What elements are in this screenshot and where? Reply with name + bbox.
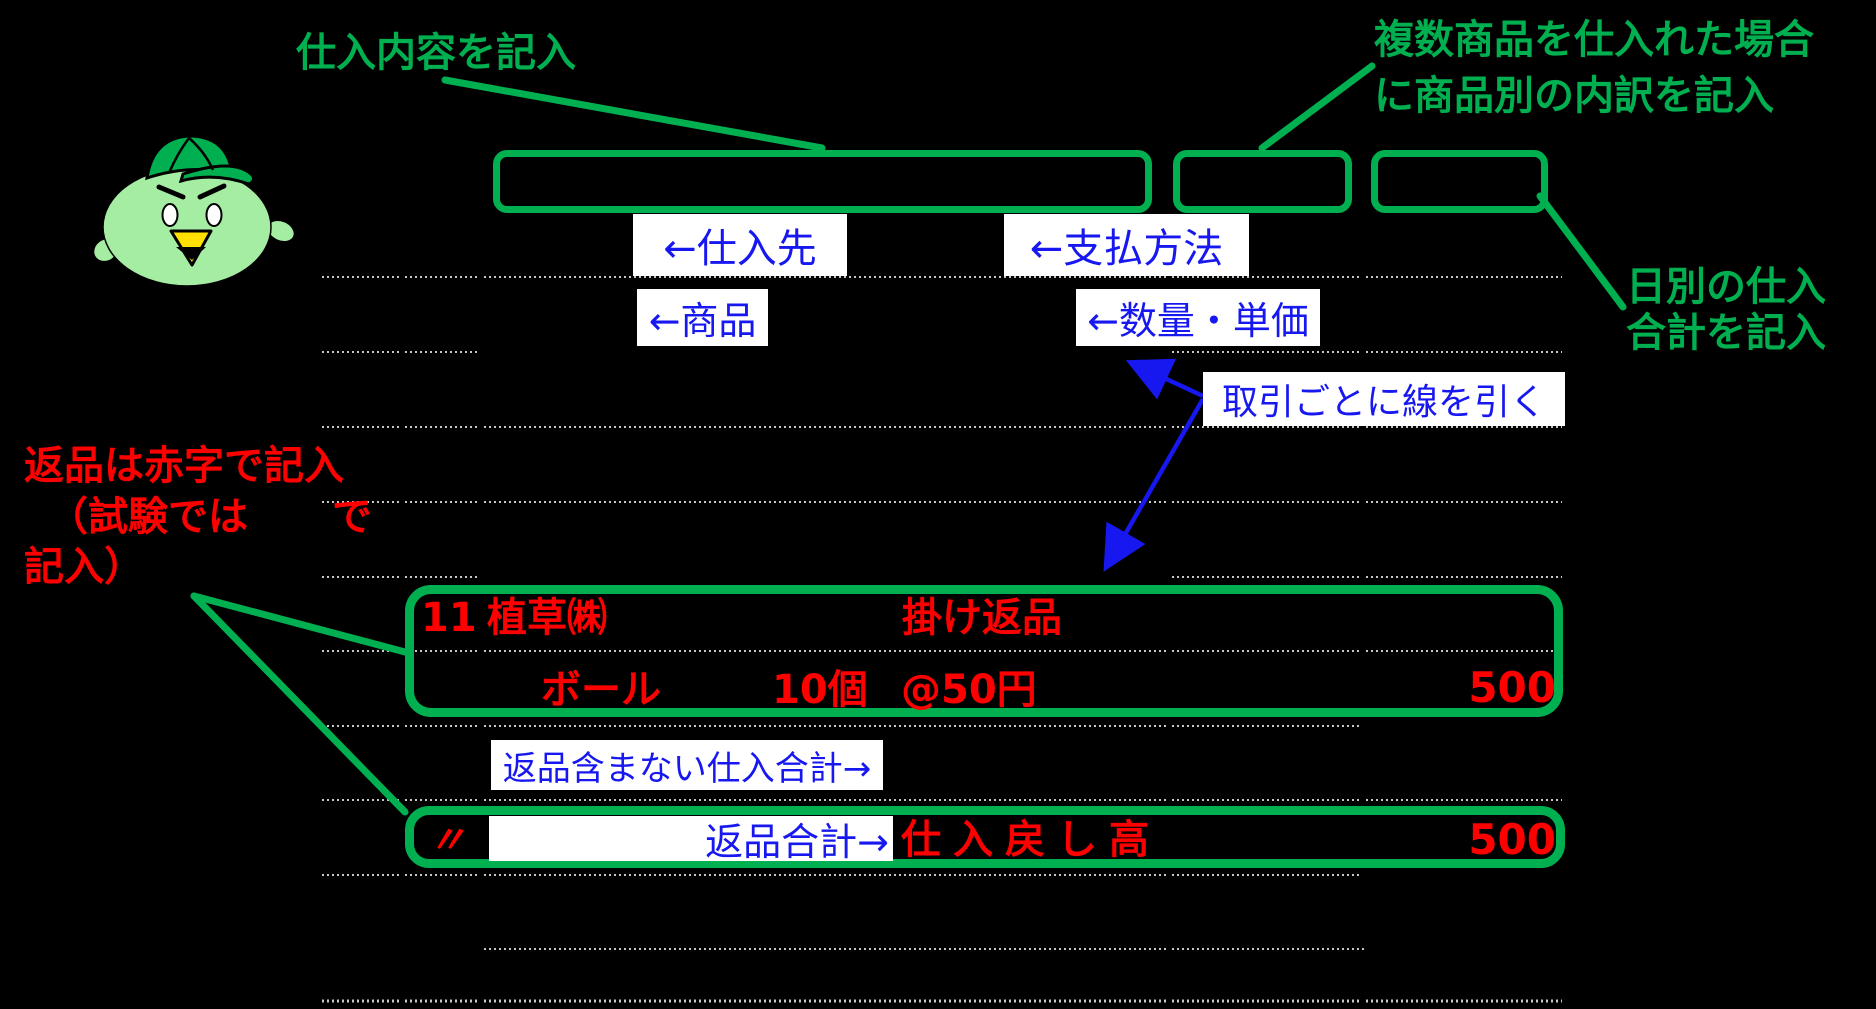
label-product: ←商品 [637,289,768,346]
header-box-description [493,150,1152,213]
bird-left-eye [161,203,179,227]
note-returns-red-line2-part2: で [332,494,372,540]
return-entry-amount: 500 [1468,663,1556,712]
blue-arrows [1103,358,1205,572]
label-returns-total: 返品合計→ [489,816,893,864]
connector-purchase-content [441,76,826,152]
bird-cap-seam [167,137,215,174]
label-draw-line-per-transaction: 取引ごとに線を引く [1203,372,1565,426]
note-returns-red-line2-part1: （試験では [48,494,248,540]
returns-summary-ditto-mark: 〃 [428,818,467,862]
connector-daily-total [1536,192,1627,311]
return-entry-unit-price: @50円 [901,667,1037,713]
header-box-breakdown [1173,150,1352,213]
note-purchase-content: 仕入内容を記入 [296,30,576,76]
ledger-rule-lines [322,276,1562,1003]
note-daily-total-line2: 合計を記入 [1626,310,1826,356]
header-box-amount [1371,150,1548,213]
connector-returns-upper [190,592,409,656]
returns-summary-amount: 500 [1468,815,1556,864]
label-quantity-unit-price: ←数量・単価 [1076,289,1320,346]
return-entry-date: 11 [421,595,477,641]
returns-summary-account-title: 仕入戻し高 [901,817,1161,863]
arrow-to-upper-line [1125,358,1204,400]
bird-right-eye [205,203,223,227]
return-entry-payment-type: 掛け返品 [902,595,1062,641]
note-daily-total-line1: 日別の仕入 [1626,264,1826,310]
return-entry-item: ボール [541,667,661,713]
label-supplier: ←仕入先 [633,214,847,276]
bird-right-eyebrow [197,183,227,200]
note-multi-item: 複数商品を仕入れた場合 に商品別の内訳を記入 [1374,12,1814,124]
connector-multi-item [1258,62,1376,152]
bird-left-eyebrow [156,184,186,200]
return-entry-box [405,585,1563,717]
label-total-excluding-returns: 返品含まない仕入合計→ [491,740,883,790]
bird-mouth [176,247,206,260]
green-connector-lines [190,62,1627,816]
arrow-to-lower-line [1103,397,1205,572]
bird-mascot-icon [92,134,296,287]
return-entry-supplier: 植草㈱ [487,595,607,641]
label-payment-method: ←支払方法 [1004,214,1249,276]
return-entry-quantity: 10個 [772,667,868,713]
connector-returns-lower [190,592,409,816]
note-multi-item-line2: に商品別の内訳を記入 [1374,73,1774,119]
returns-summary-box [405,806,1565,868]
note-returns-red-line2: （試験では で [48,484,372,542]
bird-body [102,167,272,287]
note-multi-item-line1: 複数商品を仕入れた場合 [1374,17,1814,63]
bird-cap-brim [178,164,256,186]
note-returns-red-line1: 返品は赤字で記入 [24,443,344,489]
note-returns-red-line3: 記入） [24,544,144,590]
note-daily-total: 日別の仕入 合計を記入 [1626,264,1826,356]
